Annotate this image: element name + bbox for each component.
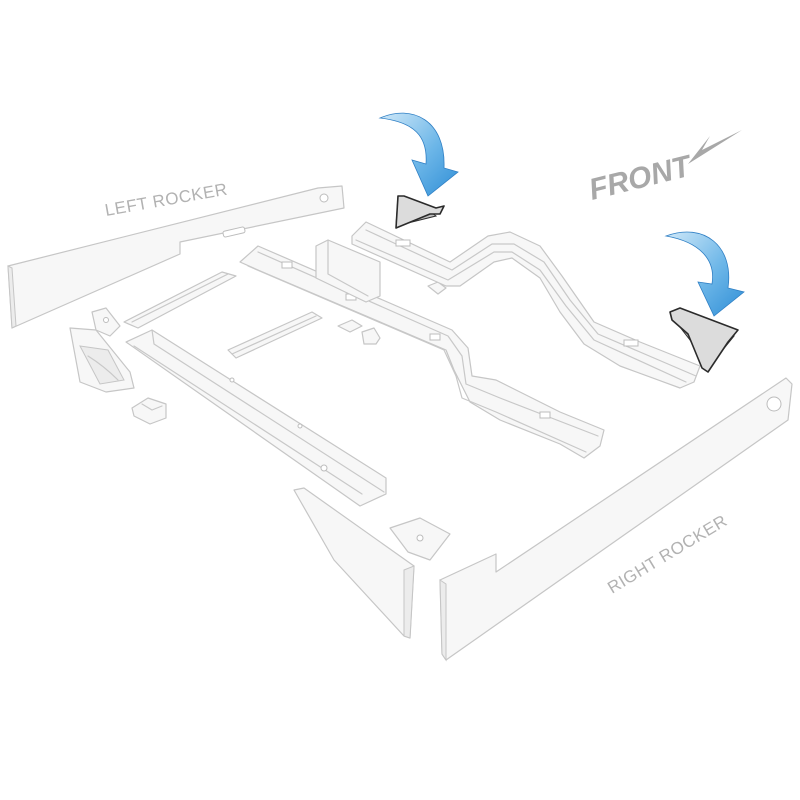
center-small-brackets bbox=[337, 281, 447, 345]
center-long-rail bbox=[239, 245, 605, 459]
arrow-right-icon bbox=[688, 130, 742, 164]
rear-lower-panel bbox=[293, 487, 415, 639]
left-rocker-label: LEFT ROCKER bbox=[103, 180, 229, 220]
left-rocker-panel bbox=[7, 185, 345, 329]
curved-arrow-down-icon bbox=[378, 112, 459, 197]
center-upper-panel bbox=[315, 239, 381, 303]
right-main-rail bbox=[351, 221, 701, 389]
highlighted-bracket-1 bbox=[395, 195, 445, 229]
cross-plate-left bbox=[123, 271, 237, 329]
cross-member-small bbox=[227, 311, 323, 359]
right-rocker-panel bbox=[439, 377, 793, 662]
small-bracket-top bbox=[91, 307, 121, 337]
left-inner-rail bbox=[125, 329, 387, 507]
rear-bracket bbox=[389, 517, 451, 561]
highlighted-bracket-2 bbox=[669, 307, 739, 373]
left-rear-bracket bbox=[69, 327, 135, 393]
small-clip bbox=[131, 397, 167, 425]
curved-arrow-down-icon bbox=[664, 231, 745, 317]
front-label: FRONT bbox=[586, 149, 697, 207]
